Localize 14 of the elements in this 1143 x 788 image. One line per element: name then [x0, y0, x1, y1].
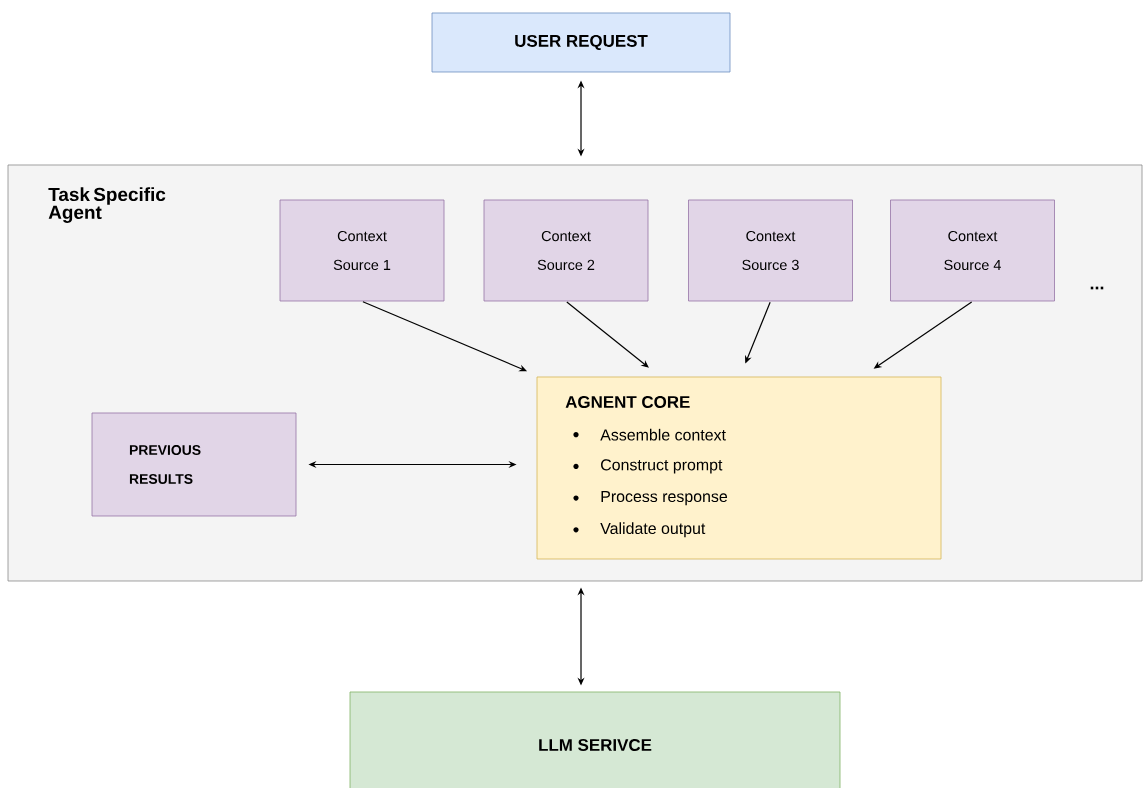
context-source-box: Context Source 2 — [483, 199, 649, 302]
ellipsis: ... — [1090, 286, 1104, 290]
context-source-box: Context Source 3 — [688, 199, 853, 302]
process-box: LLM SERIVCE — [349, 691, 841, 788]
list-item: Process response — [601, 490, 728, 506]
panel-title: Task Specific Agent — [48, 187, 166, 223]
context-source-box: Context Source 4 — [890, 199, 1055, 302]
list-item: Validate output — [600, 522, 706, 538]
list-item: Construct prompt — [601, 459, 723, 474]
core-heading: AGNENT CORE — [565, 396, 690, 408]
context-source-box: Context Source 1 — [279, 199, 445, 302]
process-box: USER REQUEST — [431, 12, 731, 73]
results-box: PREVIOUS RESULTS — [91, 412, 297, 517]
list-item: Assemble context — [600, 428, 726, 441]
